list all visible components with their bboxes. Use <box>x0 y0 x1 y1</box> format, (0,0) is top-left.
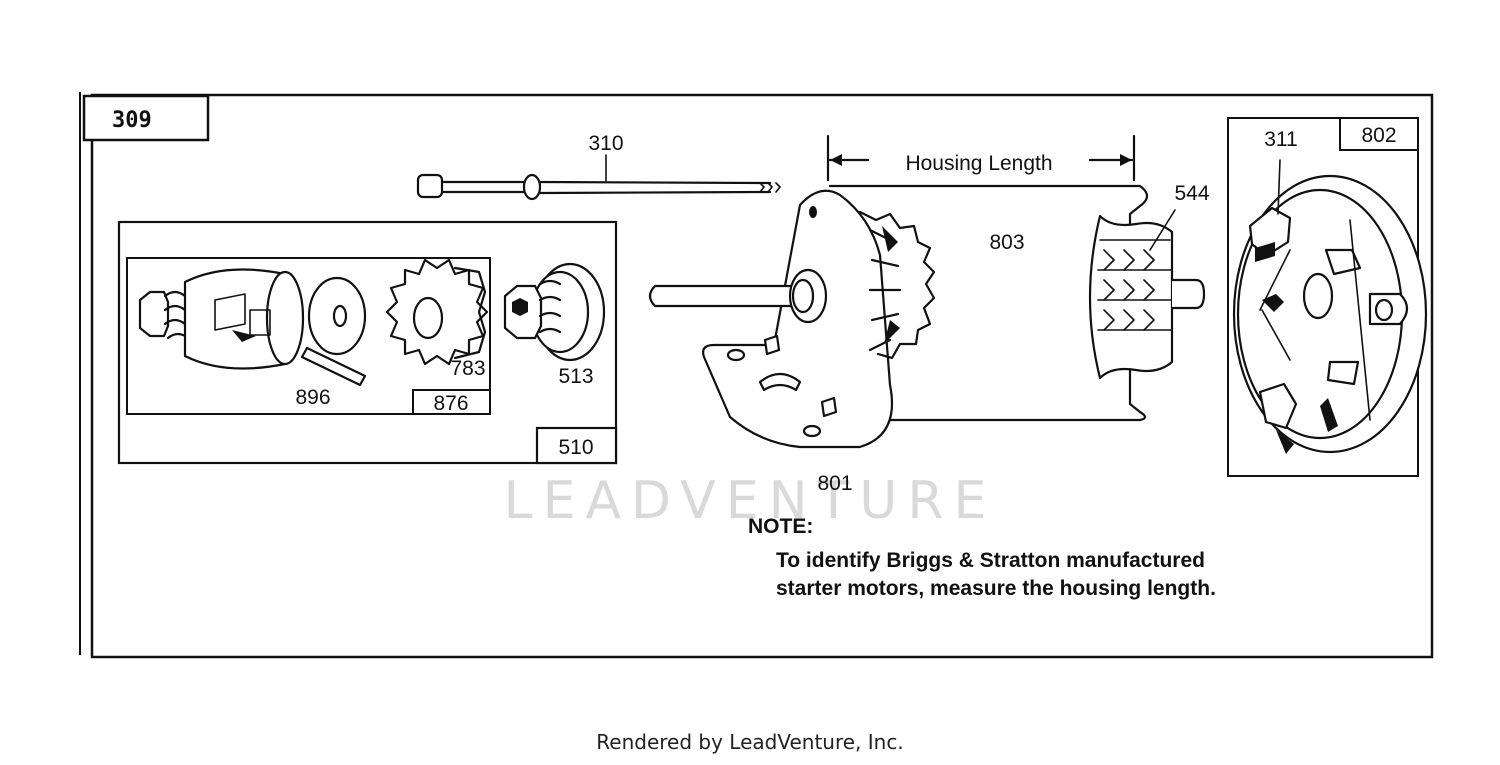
washer <box>307 276 367 356</box>
part-label-311: 311 <box>1264 128 1297 151</box>
part-label-896: 896 <box>295 386 330 409</box>
part-label-544: 544 <box>1174 182 1209 205</box>
note-heading: NOTE: <box>748 515 813 538</box>
part-label-876: 876 <box>433 392 468 415</box>
drive-end-513 <box>503 262 606 362</box>
housing-length-label: Housing Length <box>905 152 1052 175</box>
end-cap-801 <box>648 184 1149 449</box>
part-label-801: 801 <box>817 472 852 495</box>
commutator-544 <box>1088 209 1206 380</box>
pinion-box-876 <box>126 257 491 415</box>
through-bolt-310 <box>416 154 781 201</box>
part-label-802: 802 <box>1361 124 1396 147</box>
part-label-803: 803 <box>989 231 1024 254</box>
diagram-frame <box>90 93 1434 659</box>
part-box-802 <box>1339 117 1419 151</box>
drive-kit-box-510 <box>117 220 618 465</box>
note-line-1: To identify Briggs & Stratton manufactur… <box>776 549 1205 572</box>
part-box-876 <box>412 389 491 415</box>
part-label-510: 510 <box>558 436 593 459</box>
part-label-783: 783 <box>450 357 485 380</box>
brush-end-cap-802 <box>1232 159 1428 454</box>
footer-credit: Rendered by LeadVenture, Inc. <box>596 730 904 754</box>
watermark: LEADVENTURE <box>504 471 997 531</box>
part-box-510 <box>535 426 618 465</box>
figure-number: 309 <box>112 108 152 133</box>
pinion-gear-783 <box>385 258 489 366</box>
part-label-513: 513 <box>558 365 593 388</box>
note-line-2: starter motors, measure the housing leng… <box>776 577 1216 600</box>
part-label-310: 310 <box>588 132 623 155</box>
pin-896 <box>300 346 367 387</box>
housing-length-dimension <box>826 134 1136 182</box>
figure-number-box <box>82 94 210 142</box>
clutch-assembly <box>138 268 305 370</box>
